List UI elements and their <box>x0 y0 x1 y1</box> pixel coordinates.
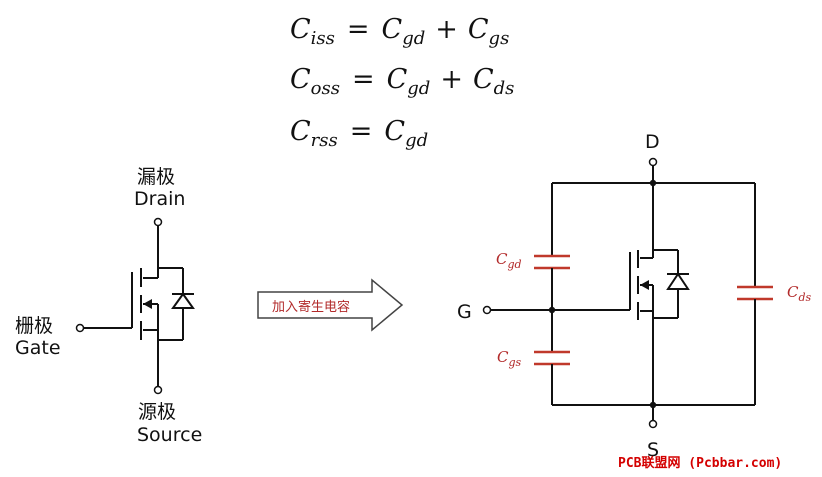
cds-label: Cds <box>787 283 812 304</box>
source-label: S <box>647 439 659 461</box>
svg-text:Ciss=Cgd+Cgs: Ciss=Cgd+Cgs <box>290 14 509 49</box>
right-body-diode-icon <box>666 272 690 290</box>
transform-arrow: 加入寄生电容 <box>257 278 404 332</box>
svg-text:Crss=Cgd: Crss=Cgd <box>290 116 428 151</box>
source-cn-label: 源极 <box>138 401 176 423</box>
source-en-label: Source <box>137 424 202 446</box>
gate-terminal-icon <box>75 323 85 333</box>
drain-terminal-icon <box>153 217 163 227</box>
gate-cn-label: 栅极 <box>15 315 53 337</box>
source-terminal-icon <box>153 385 163 395</box>
right-drain-terminal-icon <box>648 157 658 167</box>
drain-en-label: Drain <box>134 188 185 210</box>
equation-ciss: Ciss=Cgd+Cgs <box>290 14 509 49</box>
arrow-label: 加入寄生电容 <box>272 299 350 315</box>
right-circuit: D G S <box>457 131 812 461</box>
body-diode-icon <box>171 292 195 309</box>
svg-text:Coss=Cgd+Cds: Coss=Cgd+Cds <box>290 64 514 99</box>
right-gate-terminal-icon <box>482 305 492 315</box>
equation-crss: Crss=Cgd <box>290 116 428 151</box>
left-mosfet-symbol: 漏极 Drain 栅极 Gate 源极 Source <box>15 166 202 446</box>
cgs-label: Cgs <box>497 348 522 369</box>
right-source-terminal-icon <box>648 419 658 429</box>
watermark: PCB联盟网 (Pcbbar.com) <box>618 455 782 471</box>
gate-label: G <box>457 301 472 323</box>
cgd-label: Cgd <box>496 250 522 271</box>
drain-cn-label: 漏极 <box>137 166 175 188</box>
drain-label: D <box>645 131 660 153</box>
gate-en-label: Gate <box>15 337 61 359</box>
equation-coss: Coss=Cgd+Cds <box>290 64 514 99</box>
